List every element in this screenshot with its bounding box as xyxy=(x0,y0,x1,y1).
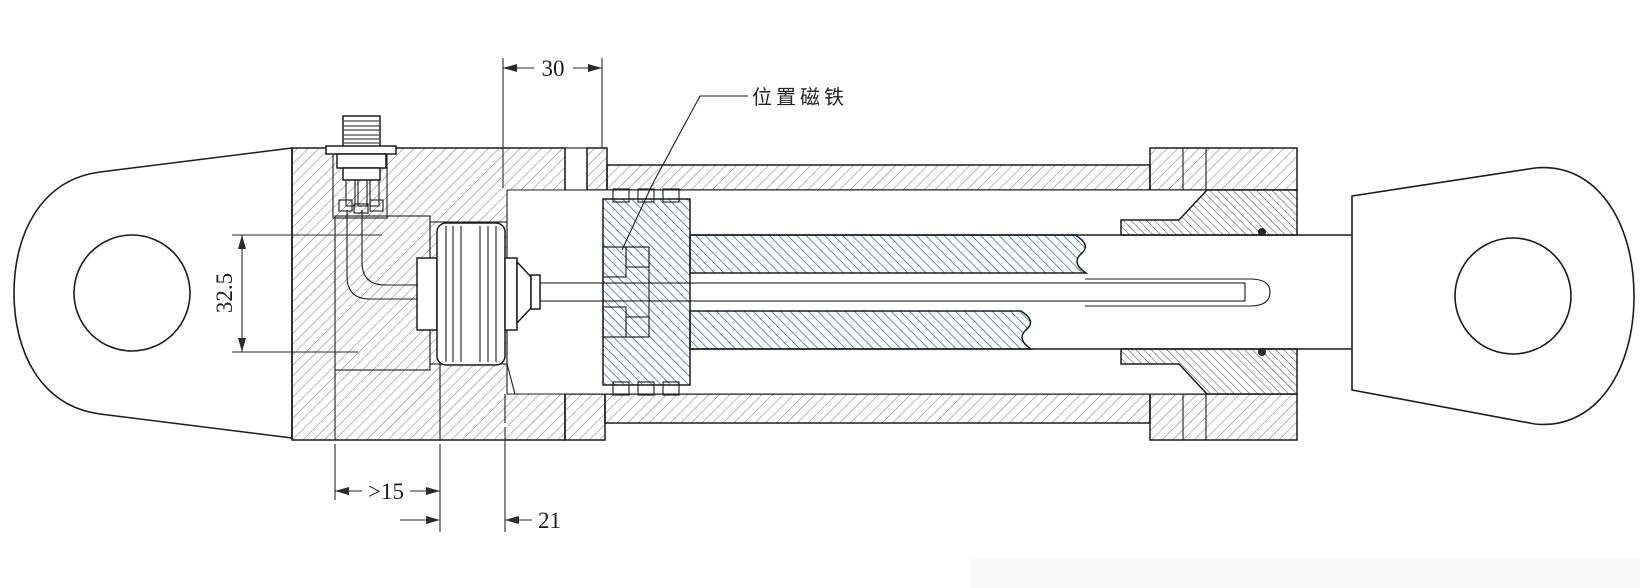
piston-seal xyxy=(662,188,680,203)
collar-top-left xyxy=(586,147,608,191)
piston-seal xyxy=(662,381,680,396)
connector-mid xyxy=(342,167,381,181)
dimension-32-5: 32.5 xyxy=(212,234,382,353)
gap-slot-top-left xyxy=(564,147,588,191)
waveguide-tube xyxy=(539,282,1246,302)
arrowhead xyxy=(426,516,440,524)
magnet-label: 位置磁铁 xyxy=(752,85,848,109)
connector-foot-left xyxy=(338,199,353,212)
magnet-retainer-top xyxy=(625,246,650,268)
head-bottom-extension xyxy=(564,393,606,441)
connector-pin xyxy=(345,179,356,207)
arrowhead xyxy=(238,338,246,352)
dimension-30: 30 xyxy=(502,56,603,188)
piston-body xyxy=(602,198,691,386)
dim-32-5-value: 32.5 xyxy=(212,273,237,313)
connector-foot-mid xyxy=(353,203,369,214)
connector-flange xyxy=(325,145,397,155)
leader-line xyxy=(621,95,748,251)
dim-gt15-value: >15 xyxy=(368,479,404,504)
arrowhead xyxy=(505,516,519,524)
connector-foot-right xyxy=(369,199,384,212)
dim-21-value: 21 xyxy=(538,508,561,533)
arrowhead xyxy=(503,64,517,72)
barrel-bottom-wall xyxy=(604,393,1151,424)
connector-body xyxy=(336,153,387,169)
arrowhead xyxy=(426,487,440,495)
transducer-flange xyxy=(416,257,438,331)
gap-slot-bottom-right xyxy=(1182,393,1207,441)
right-eye-hole xyxy=(1454,237,1572,355)
arrowhead xyxy=(335,487,349,495)
transducer-nose-cap xyxy=(530,274,541,310)
connector-pin xyxy=(357,179,368,207)
dimension-21: 21 xyxy=(400,427,561,533)
footer-strip xyxy=(970,558,1640,588)
electrical-connector xyxy=(325,115,397,214)
piston-seal xyxy=(612,381,630,396)
barrel-top-wall xyxy=(606,164,1151,191)
left-eye-hole xyxy=(73,234,191,352)
conduit-outer xyxy=(346,210,417,300)
connector-pin xyxy=(369,179,380,207)
cylinder-body-sections xyxy=(291,147,1298,441)
collar-top-right xyxy=(1149,147,1298,191)
conduit-inner xyxy=(361,210,417,286)
gland-oring-top xyxy=(1258,228,1266,236)
seat-chamfer-line xyxy=(506,363,516,395)
dim-30-value: 30 xyxy=(542,56,565,81)
transducer-body xyxy=(436,222,506,366)
arrowhead xyxy=(238,235,246,249)
dimension-gt15: >15 xyxy=(334,444,441,532)
rod-wall-top xyxy=(689,234,1089,274)
position-magnet-assembly xyxy=(602,246,650,338)
right-clevis-eye xyxy=(1351,166,1635,426)
magnet-retainer-bottom xyxy=(625,316,650,338)
rod-core xyxy=(539,228,1352,356)
rod-wall-bottom xyxy=(689,310,1034,350)
connector-thread-lines xyxy=(344,120,379,144)
gland-oring-bottom xyxy=(1258,348,1266,356)
collar-bottom-right xyxy=(1149,393,1298,441)
piston-seal xyxy=(612,188,630,203)
transducer-boss xyxy=(504,257,518,331)
left-clevis-eye xyxy=(13,147,293,439)
piston-seal xyxy=(637,188,655,203)
arrowhead xyxy=(588,64,602,72)
piston-seal xyxy=(637,381,655,396)
gap-slot-top-right xyxy=(1182,147,1207,191)
transducer-assembly xyxy=(346,210,541,366)
rod-bore-end xyxy=(1085,278,1271,307)
magnet-callout: 位置磁铁 xyxy=(621,85,848,251)
